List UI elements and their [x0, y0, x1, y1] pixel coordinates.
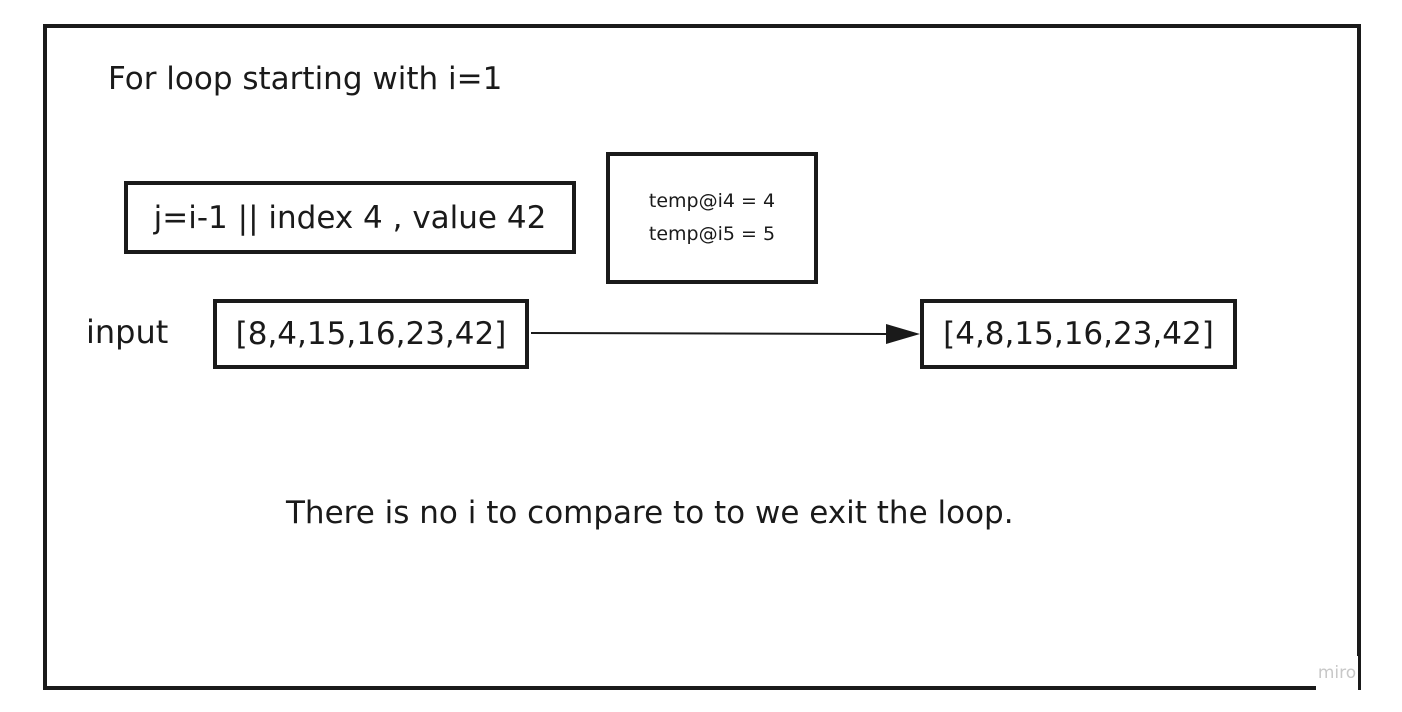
input-array-text: [8,4,15,16,23,42]	[235, 316, 507, 352]
temp-line-2: temp@i5 = 5	[648, 223, 776, 245]
miro-watermark: miro	[1316, 656, 1358, 690]
input-array-box: [8,4,15,16,23,42]	[213, 299, 529, 369]
diagram-frame	[43, 24, 1361, 690]
step-box-text: j=i-1 || index 4 , value 42	[153, 199, 547, 236]
output-array-text: [4,8,15,16,23,42]	[943, 316, 1214, 352]
diagram-title: For loop starting with i=1	[108, 61, 503, 97]
output-array-box: [4,8,15,16,23,42]	[920, 299, 1237, 369]
temp-box: temp@i4 = 4 temp@i5 = 5	[606, 152, 818, 284]
exit-note: There is no i to compare to to we exit t…	[286, 495, 1014, 531]
input-label: input	[86, 313, 169, 351]
temp-line-1: temp@i4 = 4	[648, 190, 776, 212]
step-box: j=i-1 || index 4 , value 42	[124, 181, 576, 254]
